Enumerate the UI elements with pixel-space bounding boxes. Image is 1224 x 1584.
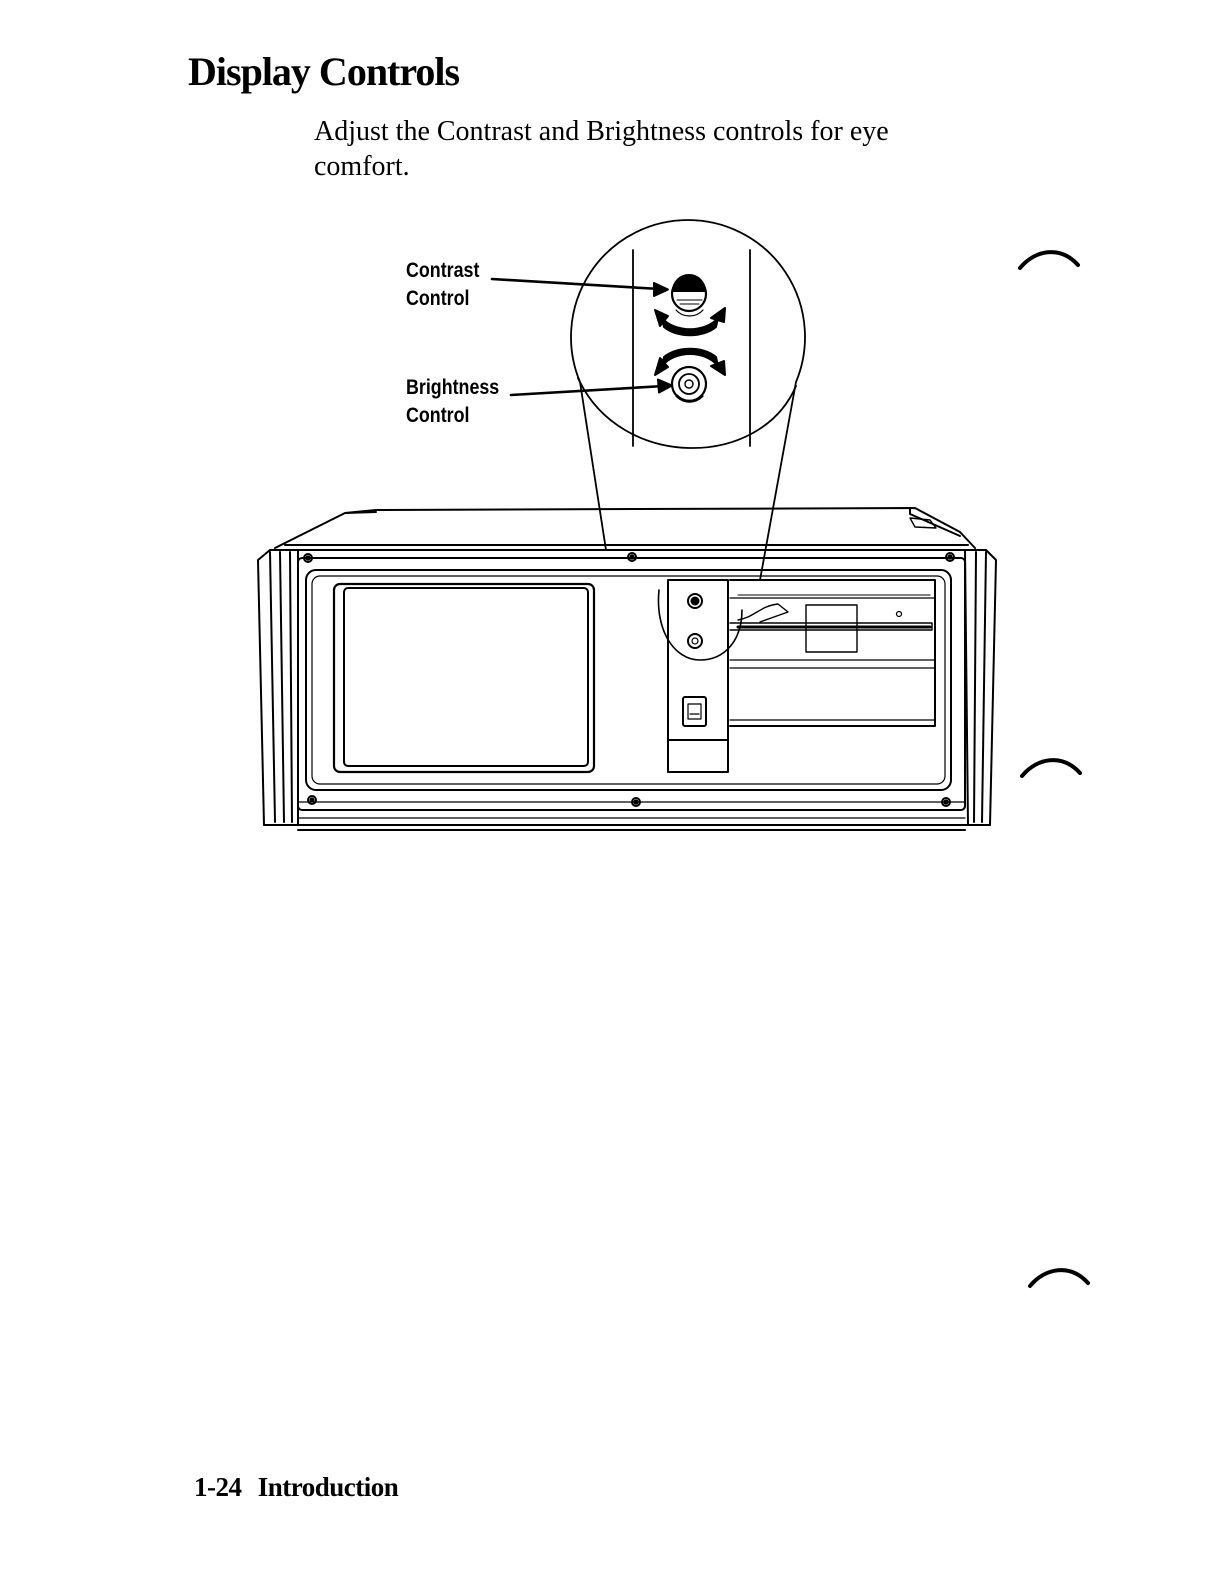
brightness-knob-icon	[672, 367, 706, 401]
computer-unit	[258, 508, 996, 830]
binder-tab-mark-icon	[1020, 1258, 1100, 1298]
contrast-label-line1: Contrast	[406, 257, 479, 285]
display-screen	[334, 584, 594, 772]
magnification-circle	[658, 590, 742, 660]
binder-tab-mark-icon	[1010, 240, 1090, 280]
page-number: 1-24	[194, 1472, 242, 1502]
contrast-label-line2: Control	[406, 285, 479, 313]
binder-tab-mark-icon	[1012, 748, 1092, 788]
brightness-leader-line	[511, 380, 672, 396]
brightness-label-line1: Brightness	[406, 374, 499, 402]
page-footer: 1-24 Introduction	[194, 1472, 398, 1503]
diskette-drive	[730, 580, 935, 726]
control-panel	[668, 580, 728, 772]
contrast-control-label: Contrast Control	[406, 257, 479, 313]
contrast-rotate-arrow-icon	[655, 308, 725, 335]
brightness-rotate-arrow-icon	[655, 349, 725, 375]
brightness-control-label: Brightness Control	[406, 374, 499, 430]
contrast-knob-icon	[672, 275, 706, 316]
brightness-label-line2: Control	[406, 402, 499, 430]
section-name: Introduction	[258, 1472, 399, 1502]
